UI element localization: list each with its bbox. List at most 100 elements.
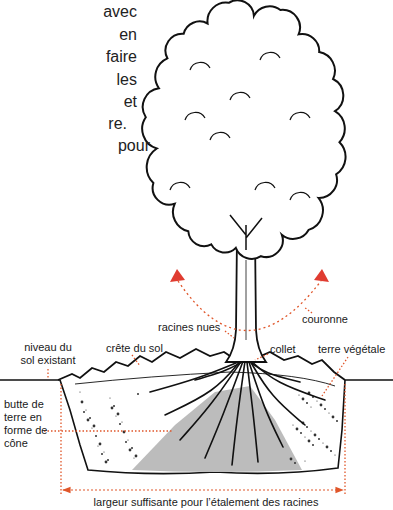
leaf-detail [260,52,280,60]
soil-dot [318,438,320,440]
soil-dot [93,425,96,428]
soil-dot [89,417,91,419]
root [249,362,283,447]
soil-dot [129,449,132,452]
crown-arrow [170,269,185,282]
dimension-label: largeur suffisante pour l’étalement des … [36,496,376,509]
soil-dot [298,394,299,395]
soil-dot [107,459,109,461]
soil-dot [105,461,108,464]
leaf-detail [290,192,310,200]
soil-dot [85,409,86,410]
part-label: terre végétale [318,343,385,356]
soil-dot [336,420,338,422]
soil-dot [119,423,121,425]
soil-dot [334,454,335,455]
leaf-detail [185,112,205,120]
soil-dot [99,443,102,446]
soil-dot [328,412,329,413]
soil-dot [314,434,317,437]
soil-dot [300,432,302,434]
extension-line [60,384,61,500]
part-label: niveau du sol existant [16,341,80,367]
text-fragment: en [119,25,137,45]
text-fragment: pour [118,136,150,156]
soil-dot [308,440,311,443]
extension-line [344,384,345,500]
root [247,362,258,462]
soil-dot [115,415,116,416]
text-fragment: et [124,92,137,112]
soil-dot [302,398,305,401]
part-label: racines nues [158,321,220,334]
text-fragment: avec [103,2,137,22]
soil-dot [316,400,317,401]
root [232,362,245,465]
soil-dot [310,406,311,407]
soil-dot [127,439,128,440]
text-fragment: re. [108,114,127,134]
soil-ridge [58,349,345,380]
leader-line [225,331,234,338]
leaf-detail [170,182,190,190]
leaf-detail [210,132,230,140]
leaf-detail [255,182,275,190]
leaf-detail [190,62,210,70]
canopy-outline [142,0,345,259]
part-label: butte de terre en forme de cône [4,398,50,450]
soil-dot [101,453,103,455]
root [180,362,241,440]
planting-pit [60,380,345,474]
soil-dot [79,391,80,392]
soil-dot [117,413,120,416]
leader-line [304,307,312,313]
soil-dot [103,451,104,452]
soil-dot [292,424,293,425]
leader-line [132,355,140,366]
text-fragment: les [117,70,137,90]
soil-dot [310,430,311,431]
crown-arrow [314,269,329,282]
root [150,362,238,392]
soil-dot [304,436,305,437]
soil-dot [113,405,115,407]
part-label: collet [270,343,296,356]
canopy [142,0,345,259]
leader-line [47,369,48,378]
leaf-detail [290,112,310,120]
soil-dot [95,435,97,437]
soil-dot [83,411,85,413]
soil-dot [121,421,122,422]
soil-dot [137,393,139,395]
soil-dot [306,426,308,428]
soil-dot [131,447,133,449]
soil-dot [111,407,114,410]
part-label: crête du sol [106,342,163,355]
soil-dot [290,458,293,461]
part-label: couronne [302,313,348,326]
soil-dot [324,408,326,410]
soil-dot [109,397,110,398]
soil-dot [296,428,299,431]
soil-dot [312,444,314,446]
leader-line [255,354,268,360]
soil-dot [135,455,138,458]
soil-dot [322,442,323,443]
soil-dot [125,441,127,443]
leader-line [44,430,172,431]
soil-dot [97,445,98,446]
leader-line [322,357,348,396]
branch [230,215,262,250]
soil-dot [304,460,305,461]
inner-soil-line [75,372,335,386]
trunk-line [246,260,247,340]
soil-dot [294,462,296,464]
soil-dot [332,416,335,419]
dimension-line [63,489,343,490]
soil-dot [87,419,90,422]
root [251,362,305,425]
root [205,362,243,458]
root [195,362,242,380]
